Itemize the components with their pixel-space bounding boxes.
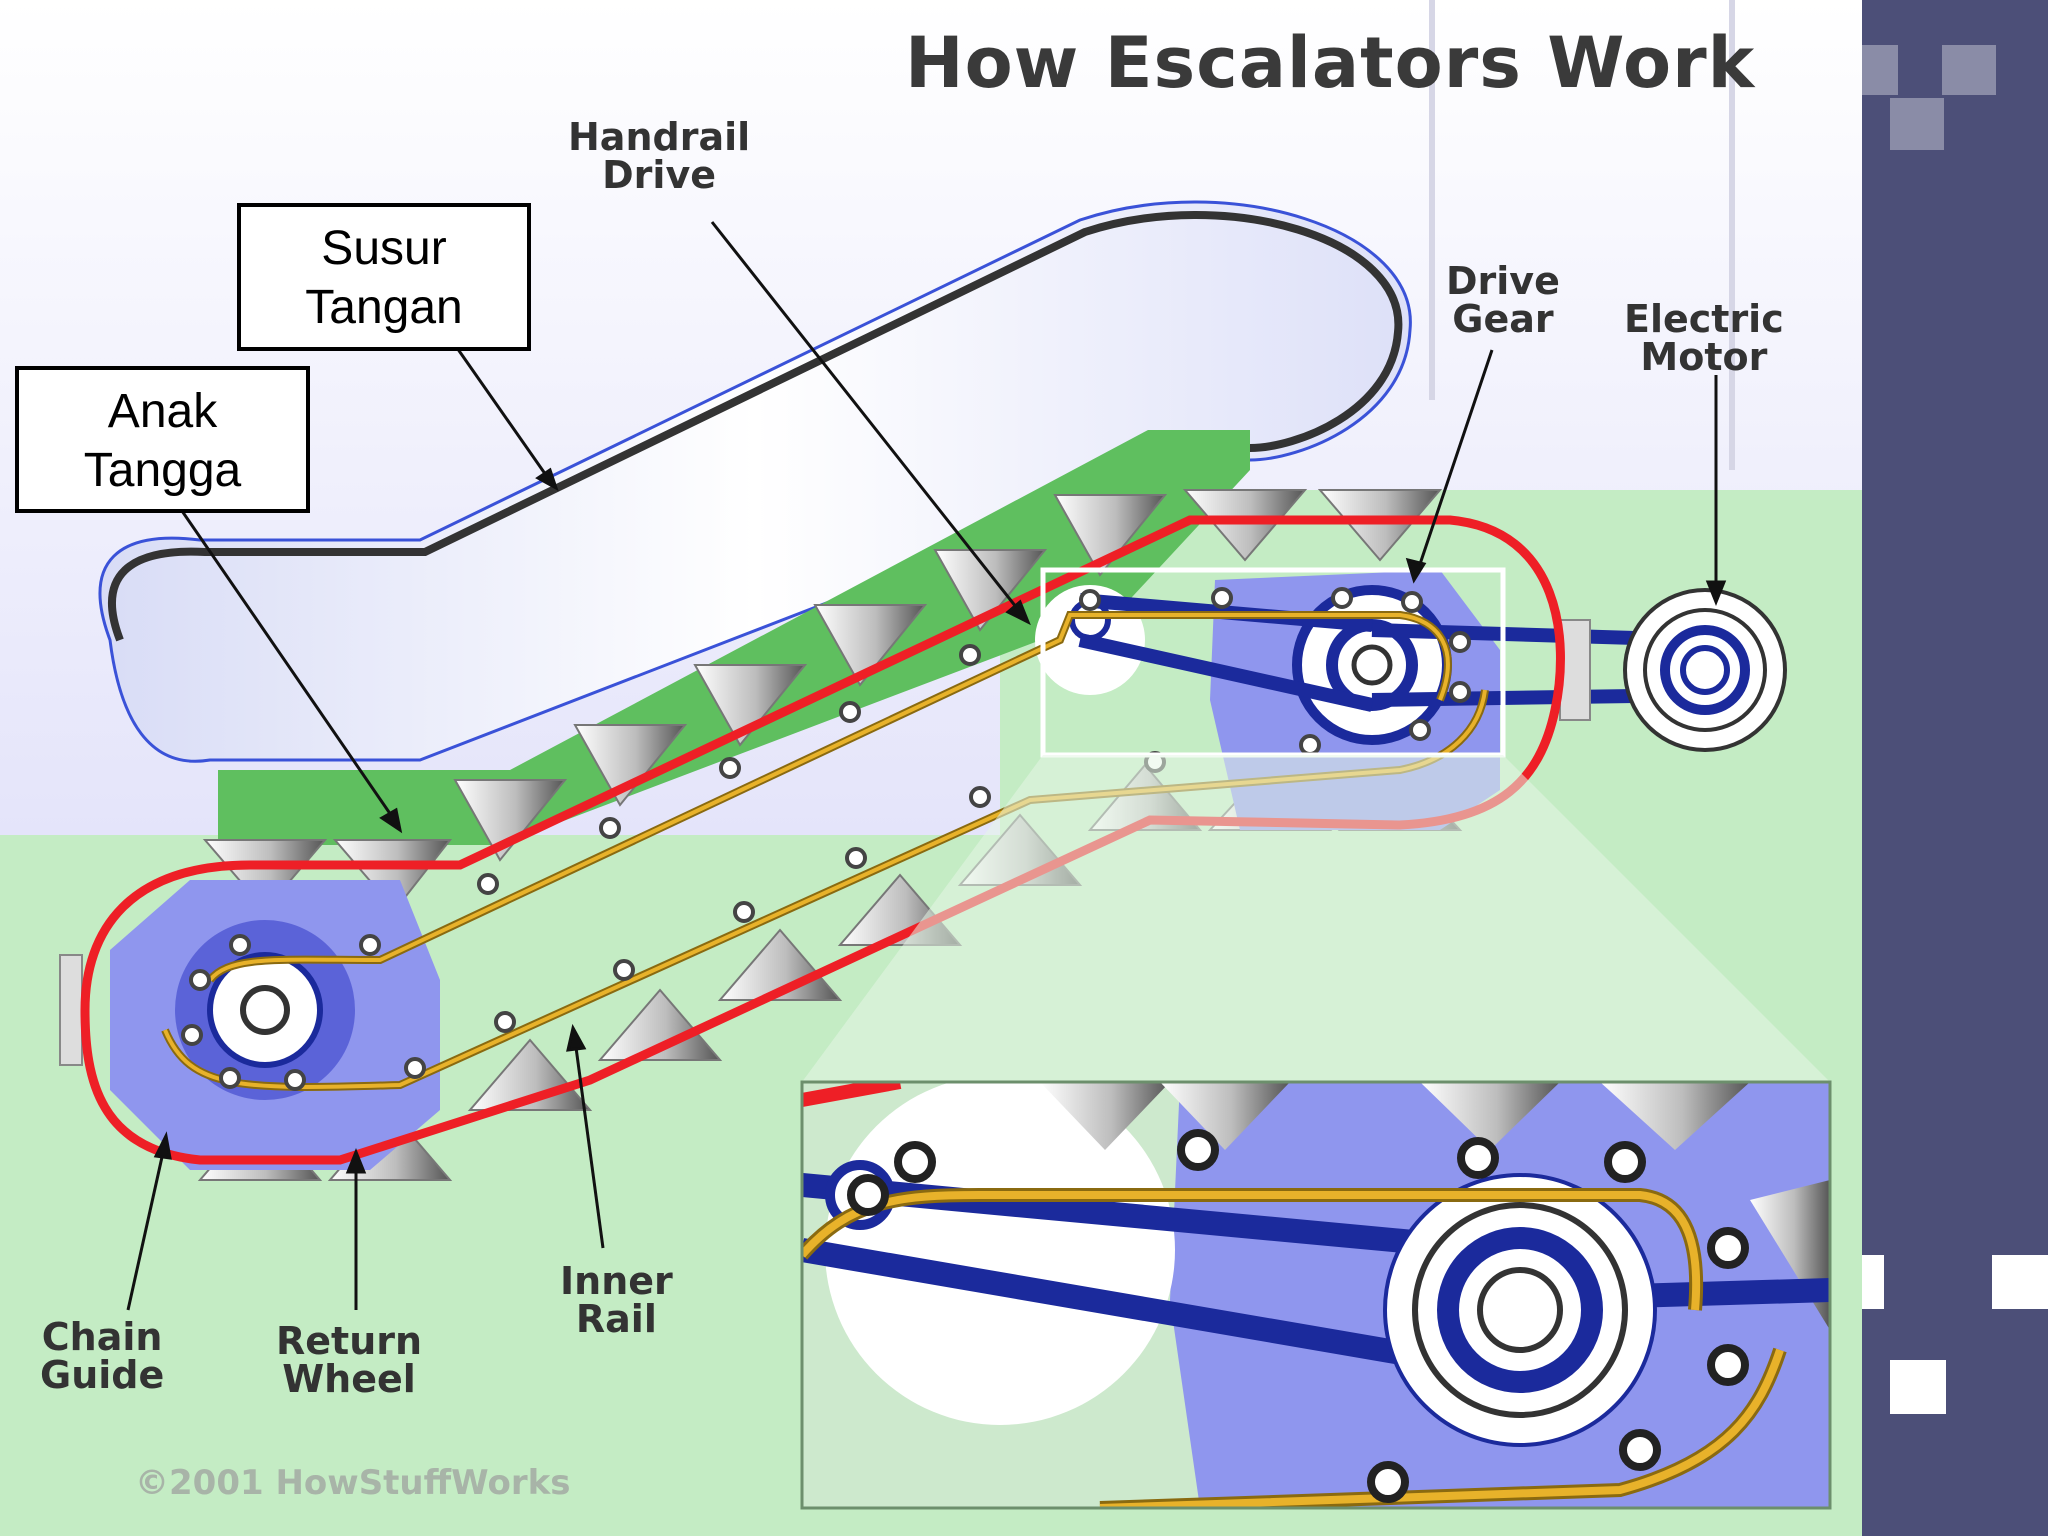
diagram-title: How Escalators Work: [905, 22, 1756, 104]
callout-susur-tangan: Susur Tangan: [237, 203, 531, 351]
label-inner-rail: Inner Rail: [560, 1259, 673, 1341]
copyright-text: ©2001 HowStuffWorks: [135, 1463, 571, 1503]
leader-lines: [126, 221, 1727, 1311]
label-return-wheel: Return Wheel: [276, 1319, 423, 1401]
label-electric-motor: Electric Motor: [1624, 297, 1784, 379]
callout-anak-tangga: Anak Tangga: [15, 366, 310, 513]
handrail-glass: [98, 200, 1412, 763]
sidebar-square: [1862, 45, 1898, 95]
electric-motor: [1623, 588, 1787, 752]
label-chain-guide: Chain Guide: [40, 1315, 165, 1397]
steps-upper: [202, 489, 1443, 912]
inset-magnified-view: [802, 1082, 1830, 1508]
handrail-belt: [108, 211, 1403, 642]
step-wheels: [181, 587, 1471, 1091]
truss: [218, 430, 1250, 845]
sidebar-square: [1942, 45, 1996, 95]
decorative-sidebar: [1862, 0, 2048, 1536]
label-handrail-drive: Handrail Drive: [568, 115, 751, 197]
return-wheel-gear: [59, 880, 440, 1170]
sidebar-square: [1862, 1255, 1884, 1309]
sidebar-square: [1890, 1360, 1946, 1414]
label-drive-gear: Drive Gear: [1446, 259, 1560, 341]
sidebar-square: [1890, 98, 1944, 150]
sidebar-square: [1992, 1255, 2048, 1309]
